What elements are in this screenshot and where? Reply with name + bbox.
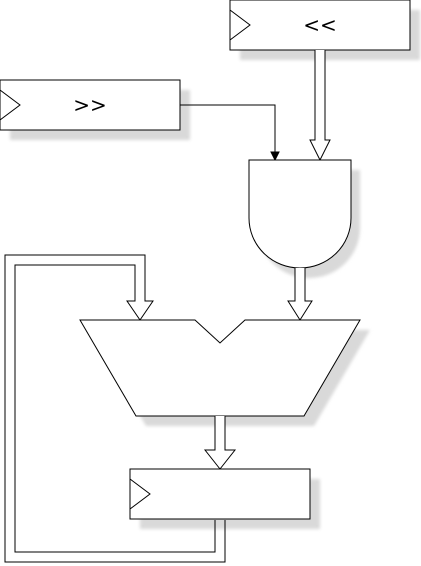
register-left: >> [0, 79, 181, 131]
wire-left-to-gate [180, 104, 280, 162]
arrowhead-icon [270, 151, 280, 162]
register-top-right-label: << [303, 13, 337, 37]
wire-line [180, 104, 276, 154]
clock-triangle-icon [229, 9, 251, 41]
register-bottom-box [129, 468, 311, 520]
register-top-right-box [229, 0, 411, 51]
register-top-right: << [229, 0, 411, 51]
clock-triangle-icon [0, 89, 21, 121]
register-left-box [0, 79, 181, 131]
alu [79, 319, 361, 417]
bus-arrow-top-to-gate [309, 50, 331, 162]
register-bottom [129, 468, 311, 520]
register-left-label: >> [73, 93, 107, 117]
clock-triangle-icon [129, 478, 151, 510]
and-gate [248, 159, 352, 269]
